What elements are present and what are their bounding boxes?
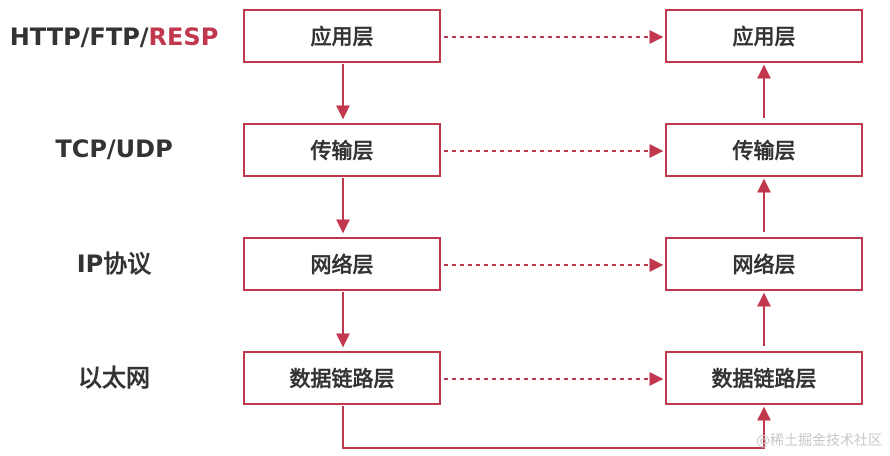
watermark: @稀土掘金技术社区 bbox=[756, 433, 882, 449]
protocol-label-application-highlight: RESP bbox=[148, 23, 219, 51]
layer-box-left-network: 网络层 bbox=[243, 237, 441, 291]
layer-box-left-transport: 传输层 bbox=[243, 123, 441, 177]
layer-box-right-application: 应用层 bbox=[665, 9, 863, 63]
protocol-label-application: HTTP/FTP/RESP bbox=[0, 22, 228, 52]
layer-box-left-link: 数据链路层 bbox=[243, 351, 441, 405]
protocol-label-link: 以太网 bbox=[78, 364, 150, 392]
layer-box-right-network: 网络层 bbox=[665, 237, 863, 291]
layer-box-right-transport: 传输层 bbox=[665, 123, 863, 177]
arrow-bottom-link-path bbox=[342, 406, 771, 449]
protocol-label-network: IP协议 bbox=[76, 250, 152, 278]
layer-box-left-application: 应用层 bbox=[243, 9, 441, 63]
layer-box-right-link: 数据链路层 bbox=[665, 351, 863, 405]
protocol-label-transport: TCP/UDP bbox=[55, 135, 173, 163]
protocol-label-application-prefix: HTTP/FTP/ bbox=[9, 23, 149, 51]
